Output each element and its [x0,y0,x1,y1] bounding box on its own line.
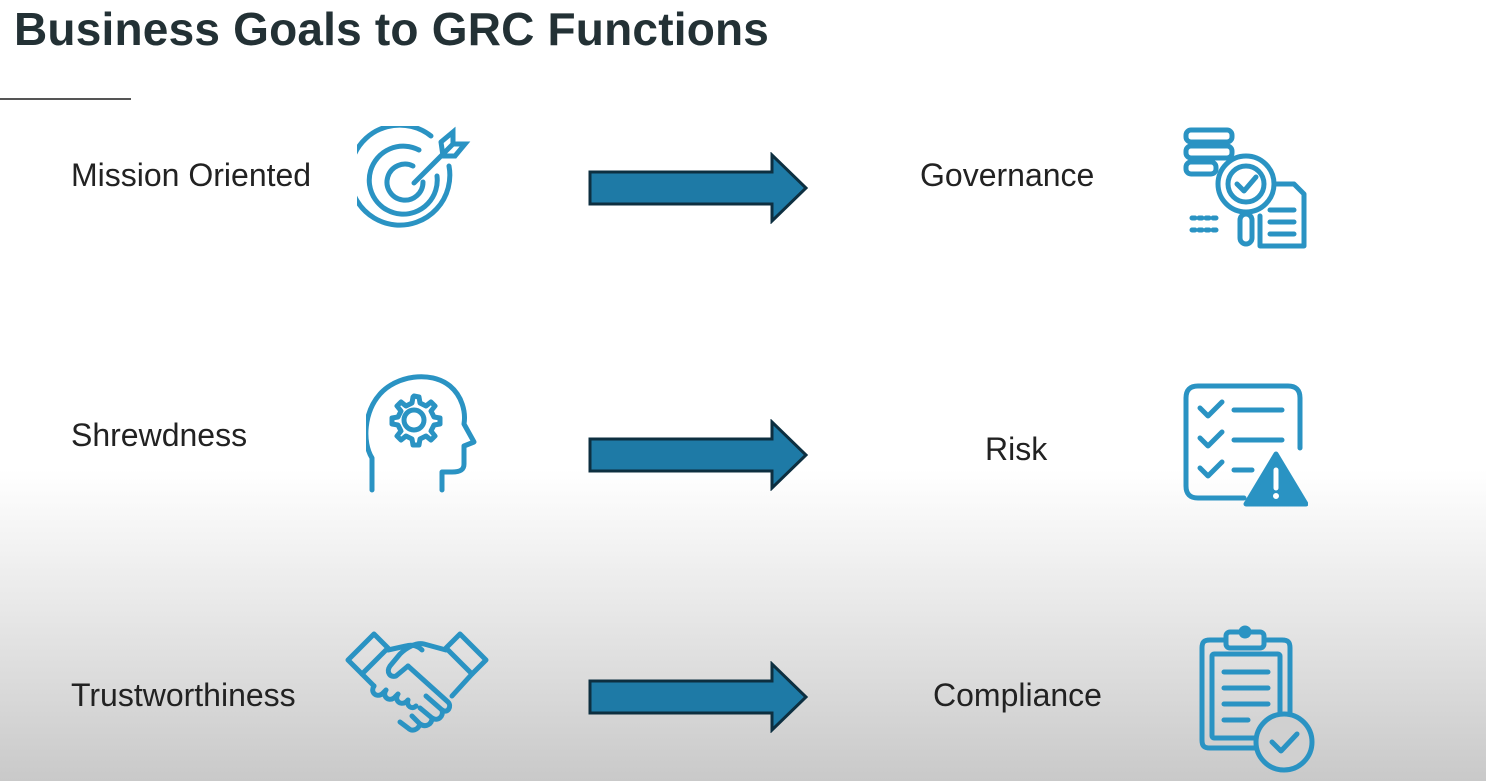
page-title: Business Goals to GRC Functions [14,3,770,55]
arrow-risk [588,419,810,491]
function-label-compliance: Compliance [933,677,1102,713]
function-label-risk: Risk [985,431,1048,467]
arrow-compliance [588,661,810,733]
checklist-warning-icon [1182,382,1308,510]
title-underline [0,98,131,100]
handshake-icon [344,626,490,742]
head-gear-icon [366,370,478,494]
goal-label-trustworthiness: Trustworthiness [71,677,296,713]
goal-label-shrewdness: Shrewdness [71,417,248,453]
governance-audit-icon [1182,126,1308,252]
function-label-governance: Governance [920,157,1095,193]
clipboard-check-icon [1196,624,1318,774]
arrow-governance [588,152,810,224]
target-arrow-icon [357,126,471,240]
goal-label-mission-oriented: Mission Oriented [71,157,312,193]
